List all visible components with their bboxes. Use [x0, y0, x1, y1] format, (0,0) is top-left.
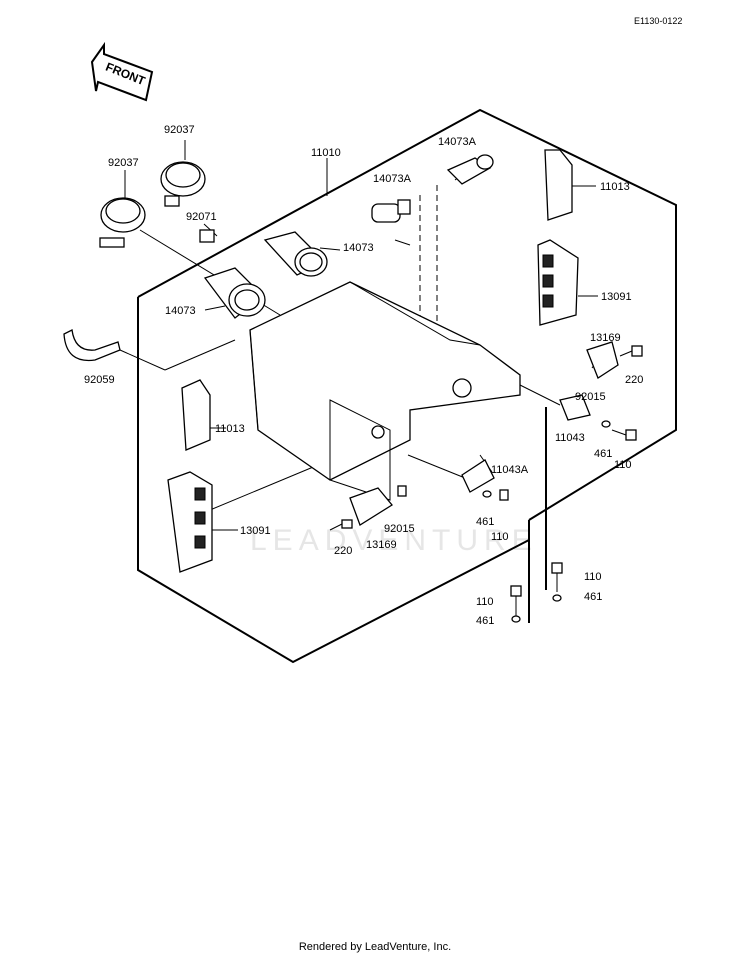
callout-461-c: 461 [476, 615, 494, 627]
callout-11013-right: 11013 [600, 181, 630, 193]
callout-110-c: 110 [476, 596, 494, 608]
callout-220-left: 220 [334, 545, 352, 557]
callout-13169-right: 13169 [590, 332, 621, 344]
assembly-boundary [137, 108, 677, 664]
nut-92071 [199, 229, 215, 243]
callout-92071: 92071 [186, 211, 217, 223]
duct-14073-right [263, 231, 328, 277]
bracket-11043a [461, 459, 495, 493]
callout-11043a: 11043A [491, 464, 529, 476]
callout-14073-left: 14073 [165, 305, 196, 317]
clamp-92037-top [160, 161, 206, 207]
callout-13091-right: 13091 [601, 291, 632, 303]
callout-14073a-top: 14073A [438, 136, 477, 148]
callout-110-d: 110 [584, 571, 602, 583]
hose-92059 [63, 329, 121, 362]
callout-110-a: 110 [614, 459, 632, 471]
element-13091-right [537, 239, 579, 326]
fasteners [329, 345, 643, 623]
callout-92059: 92059 [84, 374, 115, 386]
leader-lines [119, 140, 604, 531]
cover-11013-left [181, 379, 211, 451]
callout-92037-top: 92037 [164, 124, 195, 136]
callout-13169-left: 13169 [366, 539, 397, 551]
bracket-13169-left [349, 487, 393, 526]
callout-11010: 11010 [311, 147, 341, 159]
bracket-13169-right [586, 341, 619, 379]
callout-11013-left: 11013 [215, 423, 245, 435]
callout-13091-left: 13091 [240, 525, 271, 537]
callout-14073a-mid: 14073A [373, 173, 412, 185]
callout-461-d: 461 [584, 591, 602, 603]
diagram-ref-code: E1130-0122 [634, 16, 682, 26]
callout-11043: 11043 [555, 432, 585, 444]
callout-labels: 11010 92037 92037 92071 14073A 14073A 14… [84, 124, 643, 627]
watermark-text: LEADVENTURE [250, 524, 538, 557]
element-13091-left [167, 471, 213, 573]
fitting-14073a-top [446, 154, 494, 185]
clamp-92037-left [99, 197, 146, 248]
duct-14073-left [203, 267, 266, 319]
callout-92037-left: 92037 [108, 157, 139, 169]
bracket-11043 [559, 394, 591, 421]
fitting-14073a-mid [371, 199, 411, 223]
callout-110-b: 110 [491, 531, 509, 543]
callout-461-a: 461 [594, 448, 612, 460]
callout-92015-left: 92015 [384, 523, 415, 535]
callout-220-right: 220 [625, 374, 643, 386]
front-arrow-icon: FRONT [90, 41, 154, 102]
air-box-11010 [249, 281, 521, 501]
callout-92015-right: 92015 [575, 391, 606, 403]
callout-14073-right: 14073 [343, 242, 374, 254]
footer-credit: Rendered by LeadVenture, Inc. [298, 941, 452, 953]
callout-461-b: 461 [476, 516, 494, 528]
cover-11013-right [544, 149, 573, 221]
